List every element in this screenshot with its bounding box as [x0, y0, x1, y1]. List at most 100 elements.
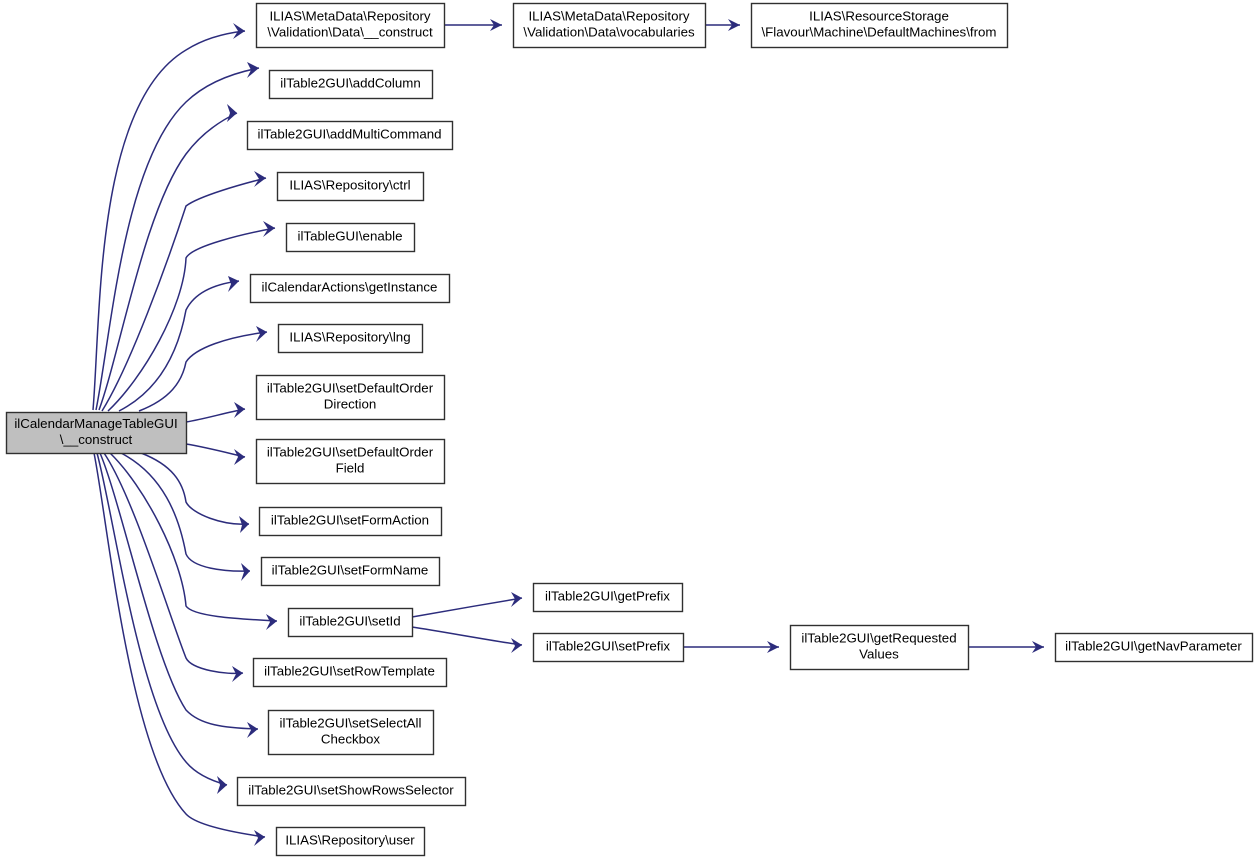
node-label-line: ilTable2GUI\setSelectAll: [280, 716, 422, 731]
node-box[interactable]: [236, 776, 467, 807]
node-label-line: \Flavour\Machine\DefaultMachines\from: [761, 25, 996, 40]
arrowhead-icon: [511, 592, 522, 607]
node-label-line: ilTable2GUI\addMultiCommand: [257, 127, 441, 142]
node-box[interactable]: [276, 171, 425, 202]
graph-node-set_prefix[interactable]: ilTable2GUI\setPrefix: [532, 632, 685, 663]
arrowhead-icon: [234, 449, 245, 465]
call-edge-root-to-set_form_name: [120, 452, 251, 581]
node-label-line: ilTable2GUI\setFormName: [272, 563, 429, 578]
edge-line: [103, 452, 244, 675]
call-edge-set_id-to-get_prefix: [411, 592, 523, 618]
graph-node-set_show_rows_selector[interactable]: ilTable2GUI\setShowRowsSelector: [236, 776, 467, 807]
graph-node-root[interactable]: ilCalendarManageTableGUI\__construct: [5, 411, 188, 455]
arrowhead-icon: [232, 666, 243, 682]
arrowhead-icon: [728, 19, 740, 31]
node-box[interactable]: [5, 411, 188, 455]
node-box[interactable]: [1054, 632, 1254, 663]
graph-node-get_nav_parameter[interactable]: ilTable2GUI\getNavParameter: [1054, 632, 1254, 663]
node-box[interactable]: [532, 632, 685, 663]
node-box[interactable]: [249, 273, 451, 304]
edge-line: [185, 443, 246, 458]
node-layer: ilCalendarManageTableGUI\__constructILIA…: [5, 2, 1254, 857]
arrowhead-icon: [256, 326, 267, 342]
node-label-line: ilTable2GUI\setShowRowsSelector: [248, 783, 454, 798]
graph-node-set_form_action[interactable]: ilTable2GUI\setFormAction: [258, 506, 443, 537]
node-box[interactable]: [532, 582, 684, 613]
node-label-line: ilCalendarManageTableGUI: [14, 416, 177, 431]
graph-node-metadata_construct[interactable]: ILIAS\MetaData\Repository\Validation\Dat…: [255, 2, 446, 49]
graph-node-set_row_template[interactable]: ilTable2GUI\setRowTemplate: [252, 657, 448, 688]
graph-node-enable[interactable]: ilTableGUI\enable: [285, 222, 416, 253]
call-edge-root-to-user: [93, 452, 266, 846]
graph-node-get_instance[interactable]: ilCalendarActions\getInstance: [249, 273, 451, 304]
call-edge-root-to-set_default_order_field: [185, 443, 246, 465]
graph-node-ctrl[interactable]: ILIAS\Repository\ctrl: [276, 171, 425, 202]
node-box[interactable]: [275, 826, 426, 857]
edge-line: [107, 227, 276, 412]
node-box[interactable]: [255, 374, 446, 421]
node-label-line: \__construct: [60, 432, 133, 447]
node-box[interactable]: [285, 222, 416, 253]
call-edge-set_id-to-set_prefix: [411, 626, 523, 653]
edge-line: [109, 452, 278, 622]
arrowhead-icon: [263, 221, 275, 237]
node-label-line: Field: [336, 461, 365, 476]
node-box[interactable]: [512, 2, 707, 49]
node-label-line: Direction: [324, 397, 376, 412]
edge-line: [96, 452, 228, 786]
node-box[interactable]: [789, 624, 970, 671]
edge-line: [411, 626, 523, 646]
node-label-line: \Validation\Data\__construct: [267, 25, 433, 40]
edge-line: [95, 67, 260, 411]
node-label-line: ILIAS\Repository\lng: [289, 330, 410, 345]
node-box[interactable]: [750, 2, 1009, 49]
node-box[interactable]: [258, 506, 443, 537]
graph-node-default_machines_from[interactable]: ILIAS\ResourceStorage\Flavour\Machine\De…: [750, 2, 1009, 49]
arrowhead-icon: [241, 563, 250, 581]
edge-line: [118, 280, 240, 412]
node-label-line: ILIAS\MetaData\Repository: [528, 9, 689, 24]
graph-node-set_id[interactable]: ilTable2GUI\setId: [287, 607, 414, 638]
edge-line: [120, 452, 251, 572]
graph-node-set_form_name[interactable]: ilTable2GUI\setFormName: [260, 556, 441, 587]
node-label-line: ILIAS\Repository\ctrl: [289, 178, 410, 193]
edge-layer: [92, 19, 1044, 846]
arrowhead-icon: [234, 402, 245, 418]
arrowhead-icon: [247, 62, 259, 78]
node-box[interactable]: [255, 438, 446, 485]
edge-line: [93, 452, 266, 838]
node-label-line: ilTable2GUI\setDefaultOrder: [267, 445, 434, 460]
arrowhead-icon: [254, 171, 266, 187]
node-box[interactable]: [268, 69, 434, 100]
arrowhead-icon: [266, 614, 277, 630]
node-label-line: \Validation\Data\vocabularies: [523, 25, 695, 40]
graph-node-vocabularies[interactable]: ILIAS\MetaData\Repository\Validation\Dat…: [512, 2, 707, 49]
node-label-line: ILIAS\Repository\user: [285, 833, 415, 848]
arrowhead-icon: [227, 104, 237, 122]
arrowhead-icon: [767, 641, 779, 653]
call-edge-root-to-get_instance: [118, 276, 240, 412]
graph-node-lng[interactable]: ILIAS\Repository\lng: [277, 323, 424, 354]
node-box[interactable]: [287, 607, 414, 638]
node-label-line: ilTableGUI\enable: [298, 229, 403, 244]
call-edge-root-to-set_form_action: [140, 452, 250, 533]
call-edge-get_requested_values-to-get_nav_parameter: [968, 641, 1044, 653]
node-box[interactable]: [267, 709, 435, 756]
node-box[interactable]: [255, 2, 446, 49]
graph-node-get_prefix[interactable]: ilTable2GUI\getPrefix: [532, 582, 684, 613]
edge-line: [99, 452, 259, 730]
node-box[interactable]: [260, 556, 441, 587]
call-edge-root-to-ctrl: [101, 171, 267, 412]
graph-node-add_multi_command[interactable]: ilTable2GUI\addMultiCommand: [246, 120, 454, 151]
node-box[interactable]: [252, 657, 448, 688]
graph-node-add_column[interactable]: ilTable2GUI\addColumn: [268, 69, 434, 100]
node-box[interactable]: [277, 323, 424, 354]
arrowhead-icon: [247, 722, 258, 738]
graph-node-user[interactable]: ILIAS\Repository\user: [275, 826, 426, 857]
node-box[interactable]: [246, 120, 454, 151]
